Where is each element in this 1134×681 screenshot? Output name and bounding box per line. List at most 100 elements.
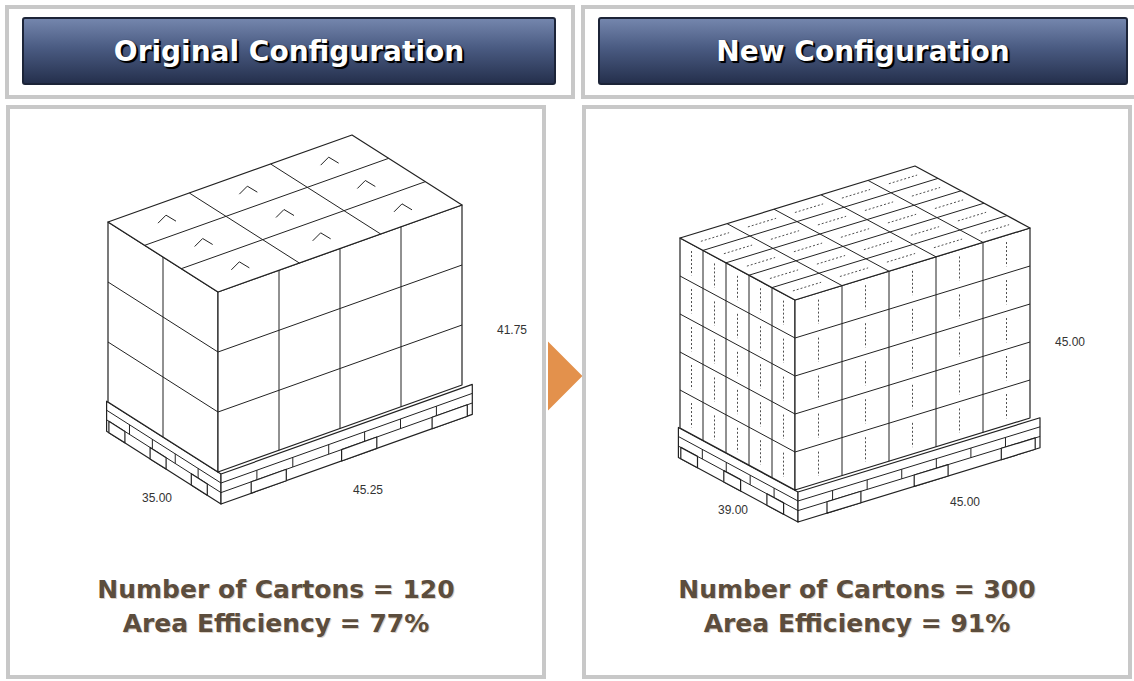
carton-edge <box>818 338 819 362</box>
carton-edge <box>864 241 892 250</box>
pallet-block <box>251 469 286 493</box>
pallet-block <box>1001 438 1035 460</box>
carton-mark <box>313 233 331 241</box>
carton-edge <box>936 257 937 447</box>
carton-edge <box>901 469 902 479</box>
original-pallet-drawing <box>107 135 473 504</box>
carton-edge <box>959 332 960 356</box>
carton-edge <box>935 200 963 209</box>
carton-edge <box>680 276 795 338</box>
carton-edge <box>748 218 776 227</box>
carton-edge <box>737 428 738 452</box>
header-bar: New Configuration <box>598 17 1128 85</box>
carton-edge <box>912 271 913 295</box>
carton-edge <box>108 342 218 412</box>
carton-edge <box>818 414 819 438</box>
carton-edge <box>887 253 915 262</box>
carton-edge <box>865 437 866 461</box>
carton-edge <box>912 347 913 371</box>
carton-edge <box>108 282 218 352</box>
carton-edge <box>760 364 761 388</box>
carton-edge <box>783 377 784 401</box>
carton-edge <box>795 204 823 213</box>
carton-edge <box>145 158 389 245</box>
carton-edge <box>958 212 986 221</box>
carton-edge <box>691 327 692 351</box>
carton-edge <box>818 452 819 476</box>
carton-edge <box>912 187 940 196</box>
carton-edge <box>936 459 937 469</box>
header-frame <box>7 7 573 97</box>
carton-edge <box>364 432 365 442</box>
carton-edge <box>724 245 752 254</box>
carton-edge <box>1006 356 1007 380</box>
carton-top <box>108 135 462 292</box>
carton-edge <box>714 339 715 363</box>
carton-edge <box>912 385 913 409</box>
carton-edge <box>163 257 164 437</box>
pallet-block <box>914 465 948 487</box>
carton-edge <box>912 309 913 333</box>
carton-edge <box>842 189 870 198</box>
carton-edge <box>714 263 715 287</box>
carton-edge <box>983 242 984 432</box>
carton-edge <box>691 289 692 313</box>
carton-edge <box>959 408 960 432</box>
carton-edge <box>726 263 727 453</box>
carton-edge <box>760 440 761 464</box>
stat-line: Area Efficiency = 77% <box>123 607 430 641</box>
carton-edge <box>783 415 784 439</box>
header-title: New Configuration <box>716 35 1009 68</box>
carton-edge <box>970 448 971 458</box>
carton-edge <box>818 216 846 225</box>
new-pallet-drawing <box>678 166 1040 522</box>
carton-edge <box>981 225 1009 234</box>
carton-edge <box>737 352 738 376</box>
carton-edge <box>840 268 868 277</box>
carton-edge <box>911 227 939 236</box>
carton-mark <box>357 181 375 189</box>
dimension-label: 45.25 <box>353 483 383 497</box>
carton-edge <box>842 286 843 476</box>
carton-mark <box>321 157 339 165</box>
carton-edge <box>865 323 866 347</box>
pallet-block <box>191 474 207 496</box>
carton-edge <box>817 255 845 264</box>
carton-edge <box>702 449 703 459</box>
carton-edge <box>271 164 381 234</box>
carton-edge <box>256 470 257 480</box>
carton-edge <box>795 304 1030 376</box>
pallet-block <box>150 448 166 470</box>
carton-edge <box>795 342 1030 414</box>
carton-edge <box>841 229 869 238</box>
carton-edge <box>865 399 866 423</box>
carton-edge <box>714 377 715 401</box>
carton-edge <box>760 326 761 350</box>
carton-edge <box>770 270 798 279</box>
pallet-block <box>109 421 125 443</box>
carton-mark <box>394 204 412 212</box>
carton-edge <box>1006 318 1007 342</box>
carton-edge <box>867 480 868 490</box>
dimension-label: 35.00 <box>142 491 172 505</box>
carton-edge <box>152 439 153 449</box>
carton-edge <box>703 250 704 440</box>
carton-edge <box>760 288 761 312</box>
carton-edge <box>865 202 893 211</box>
carton-edge <box>737 314 738 338</box>
pallet-block <box>681 447 698 467</box>
carton-edge <box>680 314 795 376</box>
dimension-label: 45.00 <box>950 495 980 509</box>
carton-edge <box>129 425 130 435</box>
carton-edge <box>703 178 938 250</box>
carton-edge <box>747 257 775 266</box>
carton-edge <box>189 193 299 263</box>
carton-edge <box>934 239 962 248</box>
carton-edge <box>772 288 773 478</box>
carton-edge <box>691 365 692 389</box>
carton-edge <box>774 488 775 498</box>
carton-edge <box>198 468 199 478</box>
dimension-label: 39.00 <box>718 503 748 517</box>
carton-edge <box>783 453 784 477</box>
carton-edge <box>691 403 692 427</box>
